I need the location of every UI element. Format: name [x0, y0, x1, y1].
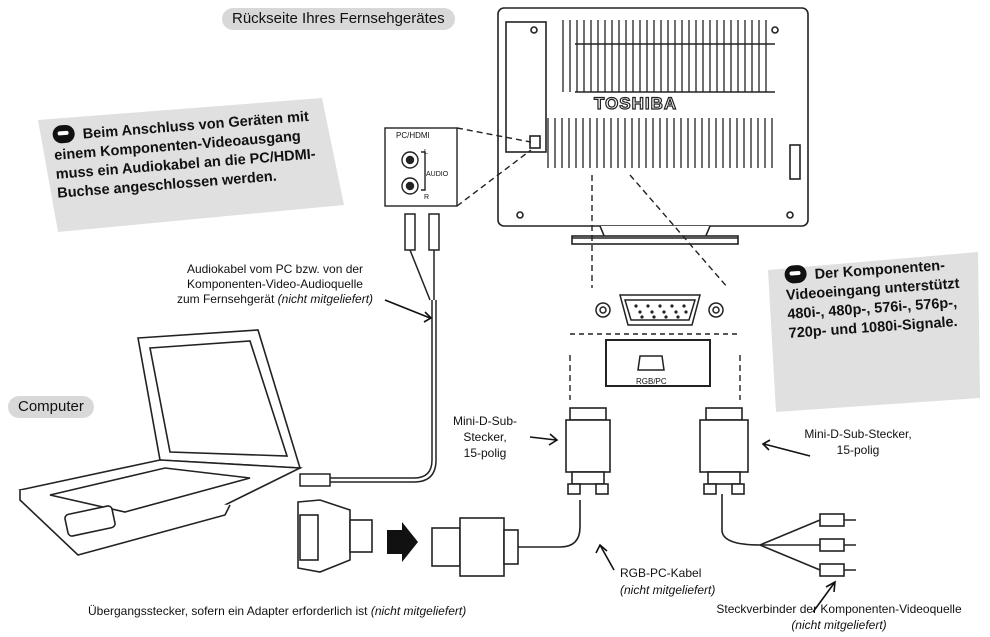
zoom-line-audio-bottom: [456, 149, 532, 207]
tv-rear: [497, 7, 809, 227]
adapter-label: Übergangsstecker, sofern ein Adapter erf…: [88, 604, 568, 619]
tv-brand-logo: TOSHIBA: [593, 94, 678, 113]
audio-cable-line2: Komponenten-Video-Audioquelle: [187, 277, 363, 291]
pointing-hand-icon: [52, 124, 76, 144]
tv-rear-label: Rückseite Ihres Fernsehgerätes: [222, 8, 455, 30]
right-note-background: [768, 252, 980, 412]
pointer-arrows: [384, 299, 836, 613]
tv-vents-top: [562, 20, 767, 92]
rgb-pc-port-label: RGB/PC: [636, 377, 667, 386]
audio-right-label: R: [424, 194, 430, 201]
pointing-hand-icon: [784, 264, 808, 284]
component-connector-label: Steckverbinder der Komponenten-Videoquel…: [693, 601, 985, 633]
rgb-cable-title: RGB-PC-Kabel: [620, 566, 702, 580]
adapter-note: (nicht mitgeliefert): [370, 604, 467, 618]
mini-dsub-right-line1: Mini-D-Sub-Stecker,: [804, 427, 912, 441]
audio-left-label: L: [424, 149, 428, 156]
adapter-text: Übergangsstecker, sofern ein Adapter erf…: [88, 604, 368, 618]
audio-cable-line3-row: zum Fernsehgerät (nicht mitgeliefert): [150, 292, 400, 307]
pc-hdmi-audio-panel: [384, 127, 458, 207]
rgb-pc-pins: [634, 304, 688, 319]
arrow-adapter: [387, 522, 418, 562]
zoom-line-rgb-right: [629, 174, 729, 289]
mini-dsub-left-line1: Mini-D-Sub-: [452, 414, 517, 428]
pc-hdmi-port-label: PC/HDMI: [396, 131, 430, 140]
laptop: [18, 329, 304, 556]
audio-cable-note: (nicht mitgeliefert): [277, 292, 374, 306]
audio-cable-line3: zum Fernsehgerät: [176, 292, 275, 306]
mini-dsub-left-label: Mini-D-Sub- Stecker, 15-polig: [440, 413, 530, 461]
rgb-cable-note: (nicht mitgeliefert): [620, 583, 716, 597]
component-cable: [699, 407, 856, 577]
left-note-background: [38, 98, 344, 232]
audio-cable: [299, 213, 440, 487]
rgb-cable-label: RGB-PC-Kabel (nicht mitgeliefert): [620, 565, 760, 599]
mini-dsub-left-line2: Stecker,: [463, 430, 507, 444]
audio-cable-label: Audiokabel vom PC bzw. von der Komponent…: [150, 262, 400, 307]
rgb-pc-port-panel: [570, 294, 740, 387]
mini-dsub-left-line3: 15-polig: [463, 446, 507, 460]
audio-port-label: AUDIO: [426, 171, 449, 178]
right-note-text: Der Komponenten-Videoeingang unterstützt…: [785, 257, 960, 342]
right-note: Der Komponenten-Videoeingang unterstützt…: [784, 253, 979, 344]
audio-cable-line1: Audiokabel vom PC bzw. von der: [186, 262, 364, 276]
mini-dsub-right-line2: 15-polig: [836, 443, 880, 457]
component-connector-note: (nicht mitgeliefert): [791, 618, 887, 632]
computer-label: Computer: [8, 396, 94, 418]
tv-vents-bottom: [547, 118, 773, 168]
zoom-line-audio-top: [456, 127, 532, 143]
tv-stand: [571, 225, 739, 245]
rgb-pc-cable: [431, 407, 611, 577]
adapter-plug: [297, 499, 373, 573]
mini-dsub-right-label: Mini-D-Sub-Stecker, 15-polig: [778, 426, 938, 458]
component-connector-text: Steckverbinder der Komponenten-Videoquel…: [716, 602, 962, 616]
